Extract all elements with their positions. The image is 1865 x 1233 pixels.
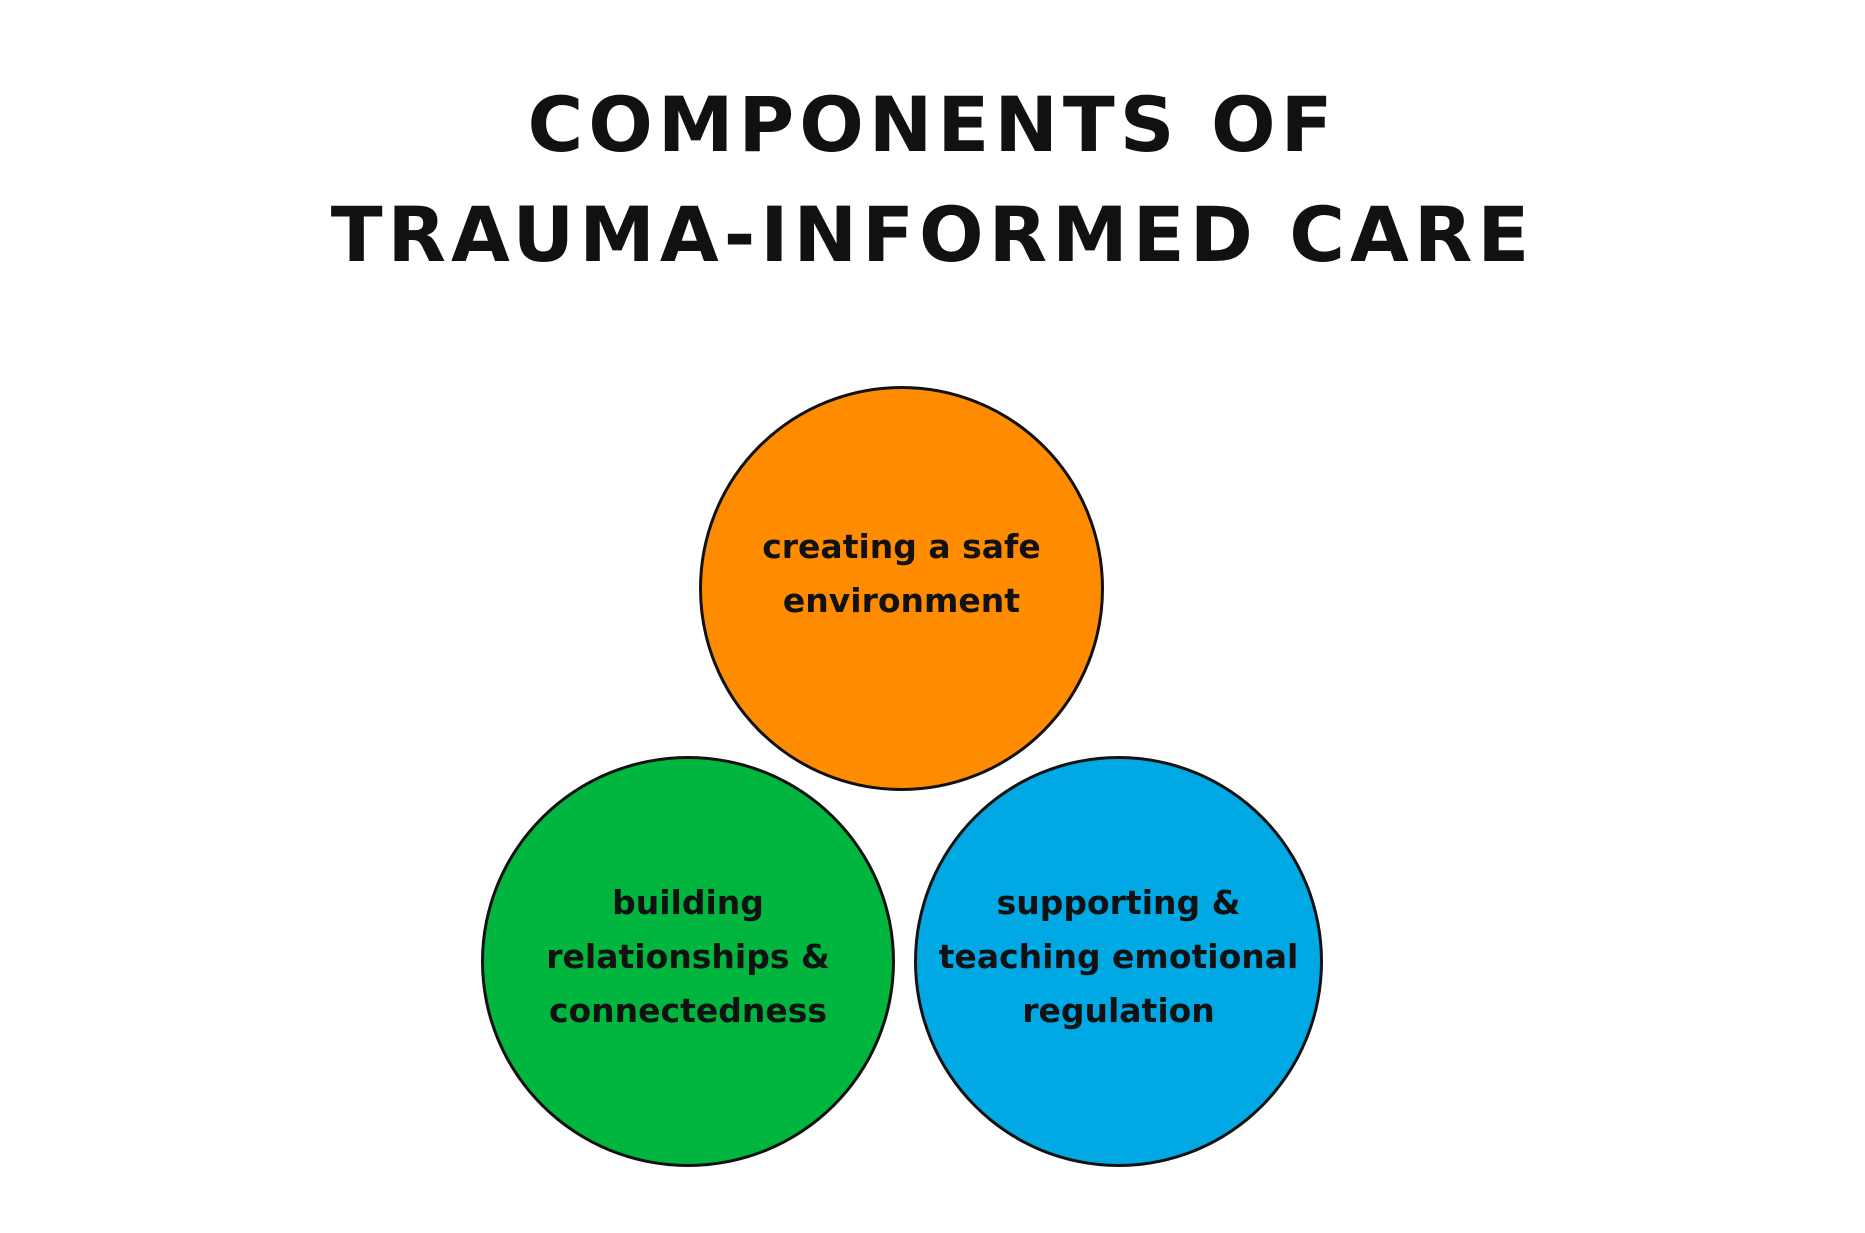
title-line-1: COMPONENTS OF — [527, 80, 1338, 169]
label-line: building — [612, 882, 764, 922]
label-line: supporting & — [996, 882, 1241, 922]
circle-label: supporting & teaching emotional regulati… — [939, 876, 1299, 1038]
label-line: environment — [782, 580, 1021, 620]
label-line: creating a safe — [762, 526, 1041, 566]
label-line: teaching emotional — [938, 936, 1299, 976]
circle-label: creating a safe environment — [737, 520, 1067, 628]
label-line: regulation — [1022, 990, 1215, 1030]
circle-label: building relationships & connectedness — [523, 876, 853, 1038]
circle-emotional-regulation: supporting & teaching emotional regulati… — [914, 756, 1323, 1167]
circle-relationships: building relationships & connectedness — [481, 756, 895, 1167]
label-line: connectedness — [548, 990, 828, 1030]
diagram-title: COMPONENTS OF TRAUMA-INFORMED CARE — [0, 70, 1865, 290]
label-line: relationships & — [546, 936, 830, 976]
title-line-2: TRAUMA-INFORMED CARE — [330, 190, 1535, 279]
circle-safe-environment: creating a safe environment — [699, 386, 1104, 791]
